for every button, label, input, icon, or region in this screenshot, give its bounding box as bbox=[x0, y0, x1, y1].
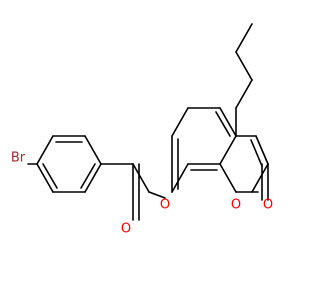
ketone-oxygen-label: O bbox=[121, 222, 131, 237]
ketone-linker bbox=[100, 163, 166, 221]
bond bbox=[235, 79, 253, 109]
bond bbox=[171, 163, 189, 193]
bond bbox=[148, 191, 166, 199]
coumarin-pyranone-ring bbox=[219, 135, 269, 201]
bond bbox=[235, 51, 253, 81]
bond bbox=[171, 107, 189, 137]
coumarin-benzo-ring bbox=[171, 107, 237, 193]
bromophenyl-ring bbox=[36, 135, 102, 193]
bond bbox=[132, 163, 150, 193]
bond bbox=[36, 163, 54, 193]
bond bbox=[251, 163, 269, 193]
butyl-chain bbox=[235, 23, 253, 137]
bond bbox=[42, 163, 58, 189]
ring-oxygen-label: O bbox=[231, 198, 241, 213]
bond bbox=[235, 23, 253, 53]
chemical-structure: Br O O O O bbox=[11, 23, 273, 237]
bond bbox=[36, 135, 54, 165]
bond bbox=[84, 163, 102, 193]
bond bbox=[219, 163, 237, 193]
bond bbox=[250, 139, 263, 167]
bond bbox=[219, 135, 237, 165]
bond bbox=[80, 163, 96, 189]
bond bbox=[84, 135, 102, 165]
bond bbox=[215, 111, 231, 137]
bond bbox=[219, 107, 237, 137]
bromine-atom-label: Br bbox=[11, 151, 26, 166]
lactone-oxygen-label: O bbox=[263, 198, 273, 213]
ether-oxygen-label: O bbox=[160, 198, 170, 213]
bond bbox=[255, 135, 269, 165]
